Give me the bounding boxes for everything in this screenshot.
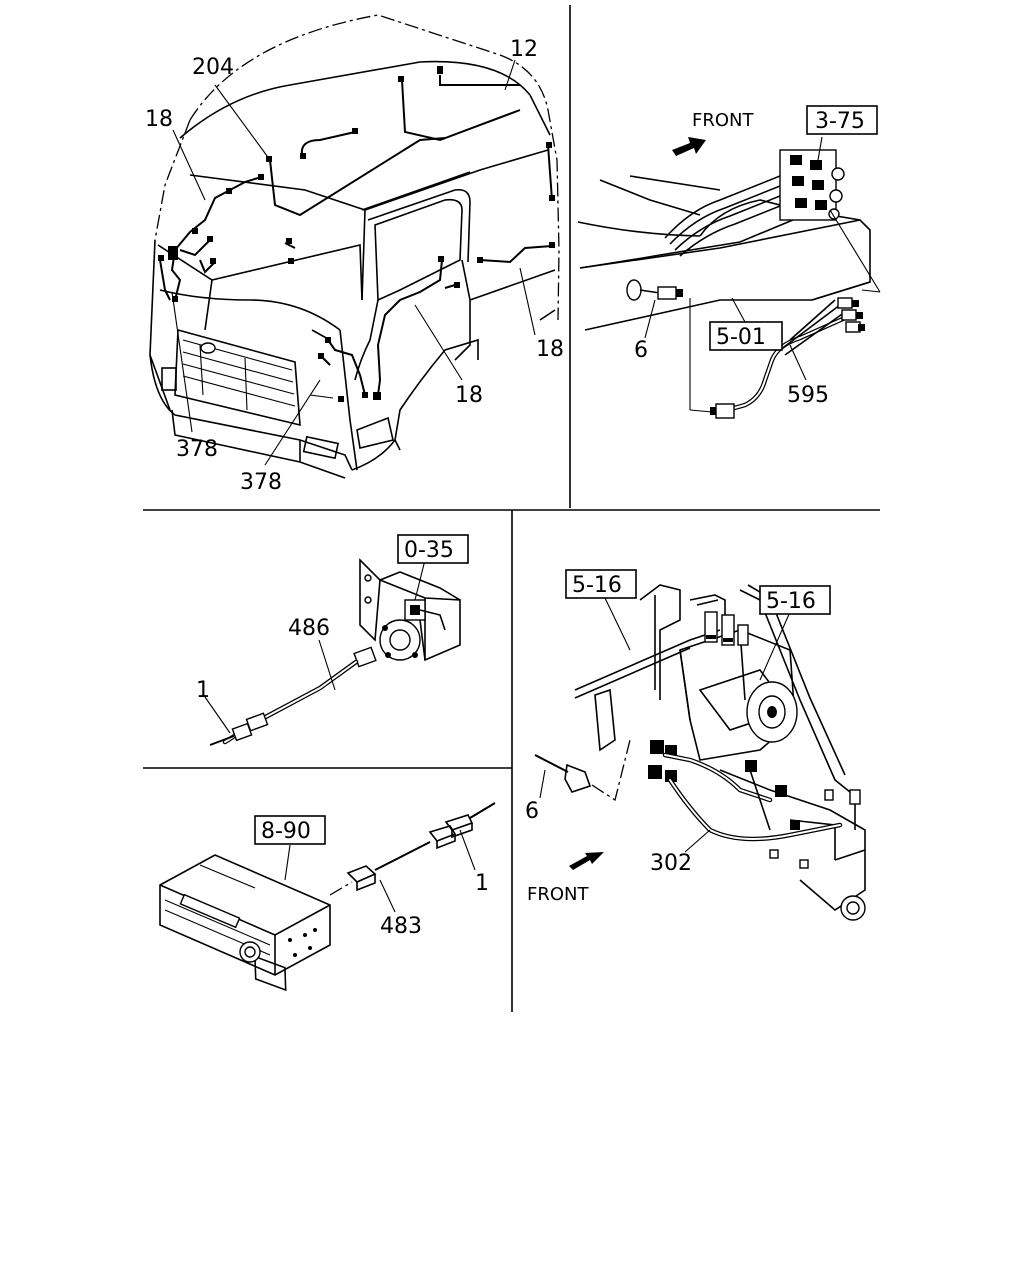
ref-box-5-16-right[interactable]: 5-16 — [759, 585, 831, 615]
switch-bracket-drawing — [359, 558, 461, 662]
cab-body-drawing — [149, 14, 560, 479]
ref-box-5-16-left[interactable]: 5-16 — [565, 569, 637, 599]
abs-harness-302 — [662, 752, 843, 842]
callout-18-door: 18 — [455, 383, 483, 408]
ref-box-5-01-label: 5-01 — [716, 325, 766, 350]
cab-connector-dots — [158, 66, 555, 402]
cab-panel: 204 12 18 18 18 378 378 — [145, 14, 564, 495]
switch-harness-486 — [209, 646, 377, 746]
radio-unit-drawing — [159, 854, 331, 992]
callout-204: 204 — [192, 55, 234, 80]
abs-direction-label: FRONT — [527, 884, 589, 905]
ref-box-8-90[interactable]: 8-90 — [254, 815, 326, 845]
abs-panel: FRONT — [525, 569, 866, 921]
ref-box-5-01[interactable]: 5-01 — [709, 321, 783, 351]
radio-harness-483 — [329, 802, 496, 896]
radio-panel: 8-90 483 1 — [159, 802, 496, 992]
callout-1-radio: 1 — [475, 871, 489, 896]
callout-302: 302 — [650, 851, 692, 876]
ref-box-5-16-right-label: 5-16 — [766, 589, 816, 614]
switch-panel: 0-35 486 1 — [196, 534, 469, 746]
callout-6-abs: 6 — [525, 799, 539, 824]
ref-box-8-90-label: 8-90 — [261, 819, 311, 844]
callout-486: 486 — [288, 616, 330, 641]
abs-front-arrow — [569, 852, 604, 870]
ref-box-5-16-left-label: 5-16 — [572, 573, 622, 598]
callout-595: 595 — [787, 383, 829, 408]
callout-378-left: 378 — [176, 437, 218, 462]
ref-box-0-35-label: 0-35 — [404, 538, 454, 563]
frame-rail-drawing — [577, 149, 871, 331]
cab-wire-harness — [158, 66, 555, 402]
callout-378-center: 378 — [240, 470, 282, 495]
frame-direction-label: FRONT — [692, 110, 754, 131]
frame-sensor-6 — [626, 279, 683, 339]
cab-leader-lines — [171, 59, 536, 466]
abs-unit-drawing — [574, 584, 866, 921]
frame-front-arrow — [672, 137, 706, 156]
ref-box-3-75-label: 3-75 — [815, 109, 865, 134]
panel-dividers — [143, 5, 880, 1012]
callout-12: 12 — [510, 37, 538, 62]
frame-harness-595 — [689, 209, 881, 419]
callout-483: 483 — [380, 914, 422, 939]
frame-panel: FRONT — [577, 105, 881, 419]
callout-1-switch: 1 — [196, 678, 210, 703]
callout-6-frame: 6 — [634, 338, 648, 363]
callout-18-left: 18 — [145, 107, 173, 132]
abs-sensor-6 — [534, 739, 631, 802]
ref-box-0-35[interactable]: 0-35 — [397, 534, 469, 564]
callout-18-right: 18 — [536, 337, 564, 362]
ref-box-3-75[interactable]: 3-75 — [806, 105, 878, 135]
